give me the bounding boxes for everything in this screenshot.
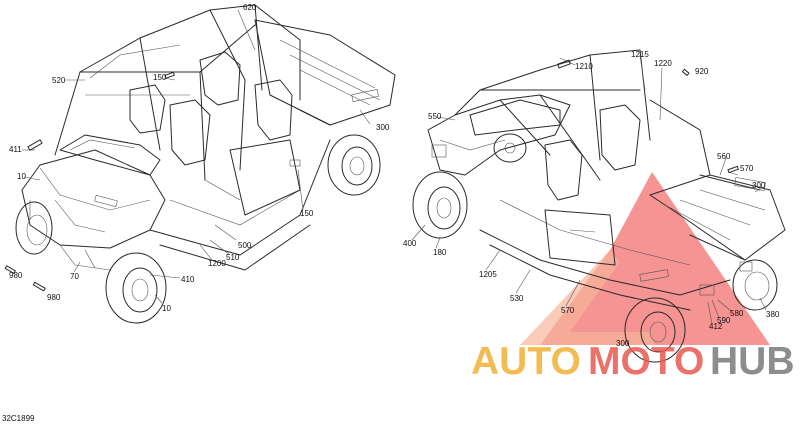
watermark-part-1: AUTO (471, 340, 581, 383)
watermark-part-2: MOTO (588, 340, 704, 383)
callout-570: 570 (740, 164, 754, 173)
callout-620: 620 (243, 3, 257, 12)
callout-300: 300 (376, 123, 390, 132)
callout-580: 580 (730, 309, 744, 318)
callout-530: 530 (510, 294, 524, 303)
callout-150: 150 (153, 73, 167, 82)
callout-411: 411 (9, 145, 22, 154)
callout-10: 10 (162, 304, 171, 313)
callout-550: 550 (428, 112, 442, 121)
callout-1220: 1220 (654, 59, 672, 68)
callout-1210: 1210 (575, 62, 593, 71)
callout-1205: 1205 (479, 270, 497, 279)
callout-400: 400 (403, 239, 417, 248)
watermark-part-3: HUB (710, 340, 795, 383)
callout-70: 70 (70, 272, 79, 281)
callout-380: 380 (766, 310, 780, 319)
callout-10: 10 (17, 172, 26, 181)
right-vehicle-drawing (411, 49, 786, 363)
callout-1200: 1200 (208, 259, 226, 268)
callout-510: 510 (226, 253, 240, 262)
callout-590: 590 (717, 316, 731, 325)
callout-410: 410 (181, 275, 195, 284)
callout-570: 570 (561, 306, 575, 315)
diagram-code: 32C1899 (2, 414, 35, 423)
left-vehicle-drawing (4, 4, 396, 324)
callout-920: 920 (695, 67, 709, 76)
callout-1215: 1215 (631, 50, 649, 59)
callout-412: 412 (709, 322, 723, 331)
watermark-logo-text: AUTO MOTO HUB (471, 340, 795, 383)
callout-180: 180 (433, 248, 447, 257)
callout-560: 560 (717, 152, 731, 161)
callout-500: 500 (238, 241, 252, 250)
callout-980: 980 (47, 293, 61, 302)
callout-150: 150 (300, 209, 314, 218)
callout-520: 520 (52, 76, 66, 85)
callout-300: 300 (616, 339, 630, 348)
callout-980: 980 (9, 271, 23, 280)
callout-300: 300 (752, 181, 766, 190)
